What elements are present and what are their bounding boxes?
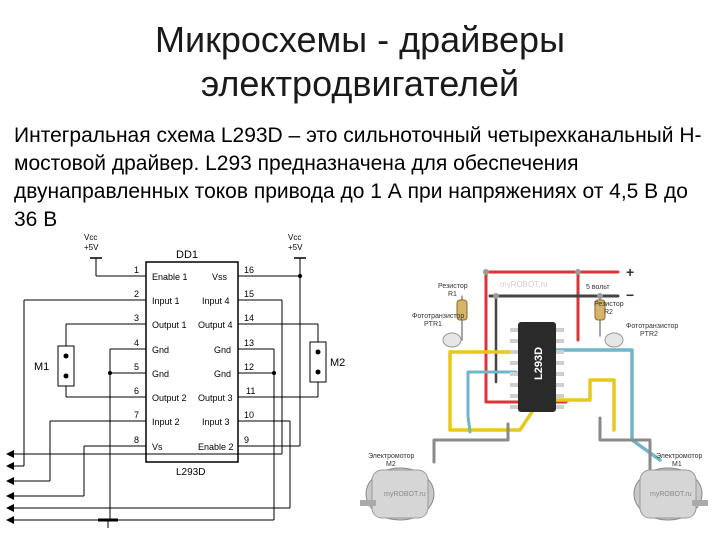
pin-number: 5: [134, 362, 139, 372]
wire-gray-m2: [432, 422, 510, 464]
pin-name: Input 4: [202, 296, 230, 306]
pin-number: 3: [134, 313, 139, 323]
pin-name: Gnd: [214, 345, 231, 355]
pin-name: Output 3: [198, 393, 233, 403]
pin-number: 1: [134, 265, 139, 275]
pin-name: Gnd: [152, 369, 169, 379]
phototransistor-ptr1: [442, 332, 462, 348]
motor-m2-title: Электромотор: [368, 453, 414, 460]
wire-yellow-left: [448, 350, 534, 432]
resistor-r2-id: R2: [604, 309, 613, 316]
pin-name: Gnd: [214, 369, 231, 379]
pin-name: Input 2: [152, 417, 180, 427]
pin-name: Vs: [152, 442, 163, 452]
pin-number: 9: [244, 435, 249, 445]
motor-m2-id: M2: [386, 461, 396, 468]
board-watermark: myROBOT.ru: [500, 280, 548, 289]
pin-number: 16: [244, 265, 254, 275]
pin-number: 14: [244, 313, 254, 323]
motor-m1-body: [633, 467, 708, 521]
wire-blue-right: [554, 348, 662, 462]
motor-m2-watermark: myROBOT.ru: [384, 491, 426, 498]
pin-name: Vss: [212, 272, 228, 282]
wire-gray-m1: [598, 416, 652, 472]
chip-part-label: L293D: [176, 467, 205, 478]
resistor-r1-id: R1: [448, 291, 457, 298]
plus-label: +: [626, 264, 634, 280]
resistor-r1-label: Резистор: [438, 283, 468, 290]
pin-number: 6: [134, 386, 139, 396]
chip-body: [145, 261, 239, 463]
pin-name: Input 1: [152, 296, 180, 306]
pin-name: Output 2: [152, 393, 187, 403]
pin-number: 13: [244, 338, 254, 348]
pin-number: 15: [244, 289, 254, 299]
wire-yellow-right: [554, 378, 616, 432]
slide-paragraph: Интегральная схема L293D – это сильноточ…: [14, 124, 702, 231]
vcc-left-voltage: +5V: [84, 243, 99, 252]
motor-m2-symbol: [309, 341, 327, 383]
phototransistor-ptr1-id: PTR1: [424, 321, 442, 328]
pin-number: 11: [246, 386, 255, 396]
resistor-r2: [594, 299, 606, 321]
phototransistor-ptr2-id: PTR2: [640, 331, 658, 338]
motor-m1-id: M1: [672, 461, 682, 468]
phototransistor-ptr1-label: Фототранзистор: [412, 313, 464, 320]
slide-title-line2: электродвигателей: [200, 63, 520, 104]
pin-number: 2: [134, 289, 139, 299]
slide-title: Микросхемы - драйверы электродвигателей: [0, 18, 720, 106]
volts-label: 5 вольт: [586, 284, 610, 291]
pin-number: 10: [244, 410, 254, 420]
resistor-r2-label: Резистор: [594, 301, 624, 308]
motor-m2-label: M2: [330, 357, 345, 369]
phototransistor-ptr2-label: Фототранзистор: [626, 323, 678, 330]
pin-number: 8: [134, 435, 139, 445]
pin-name: Enable 2: [198, 442, 234, 452]
motor-m1-symbol: [57, 345, 75, 387]
pin-name: Output 4: [198, 320, 233, 330]
pin-name: Output 1: [152, 320, 187, 330]
vcc-right-voltage: +5V: [288, 243, 303, 252]
board-chip: [518, 322, 556, 412]
pin-number: 4: [134, 338, 139, 348]
slide-title-line1: Микросхемы - драйверы: [155, 19, 565, 60]
motor-m1-title: Электромотор: [656, 453, 702, 460]
chip-name-label: DD1: [176, 249, 198, 261]
resistor-r1: [456, 299, 468, 321]
motor-m1-watermark: myROBOT.ru: [650, 491, 692, 498]
motor-m1-label: M1: [34, 361, 49, 373]
phototransistor-ptr2: [604, 332, 624, 348]
board-chip-label: L293D: [533, 347, 545, 380]
wire-blue-left: [466, 370, 518, 434]
vcc-left-label: Vcc: [84, 233, 97, 242]
vcc-right-label: Vcc: [288, 233, 301, 242]
pin-name: Enable 1: [152, 272, 188, 282]
pin-number: 7: [134, 410, 139, 420]
minus-label: −: [626, 287, 634, 303]
motor-m2-body: [360, 467, 435, 521]
pin-name: Input 3: [202, 417, 230, 427]
pin-name: Gnd: [152, 345, 169, 355]
pin-number: 12: [244, 362, 254, 372]
